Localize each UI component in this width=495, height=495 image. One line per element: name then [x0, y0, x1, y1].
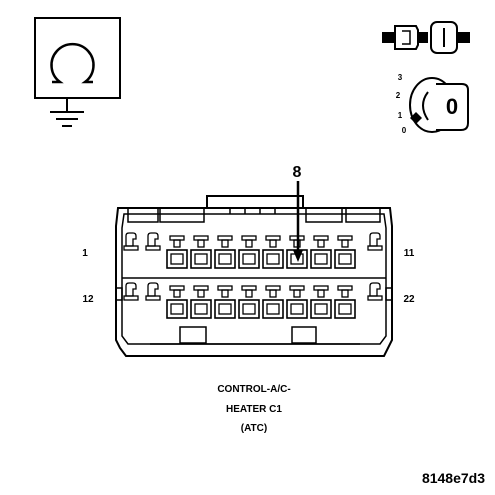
- cavity-row1-7-inner: [314, 253, 328, 265]
- cavity-row1-8-inner: [338, 253, 352, 265]
- cavity-row1-1-latch-stem: [173, 239, 181, 248]
- cavity-2-hook: [147, 232, 159, 247]
- cavity-11-hook: [369, 232, 381, 247]
- cavity-row2-1-latch-stem: [173, 289, 181, 298]
- connector-caption: CONTROL-A/C- HEATER C1 (ATC): [217, 384, 290, 434]
- cavity-row1-4: [238, 249, 260, 269]
- cavity-row2-8-latch-stem: [341, 289, 349, 298]
- cavity-13-hook-base: [145, 295, 161, 301]
- cavity-row2-7-latch-stem: [317, 289, 325, 298]
- cavity-row1-8: [334, 249, 356, 269]
- cavity-row2-5: [262, 299, 284, 319]
- ignition-position-1: 1: [398, 111, 403, 120]
- pin-label-11: 11: [404, 248, 415, 259]
- ignition-key-off-icon: 3 2 1 0 0: [396, 73, 469, 135]
- connector-cavities: [123, 232, 383, 319]
- cavity-row1-5-inner: [266, 253, 280, 265]
- cavity-22-hook: [369, 282, 381, 297]
- cavity-row1-3: [214, 249, 236, 269]
- cavity-row2-4: [238, 299, 260, 319]
- cavity-row2-2-inner: [194, 303, 208, 315]
- cavity-row1-8-latch-stem: [341, 239, 349, 248]
- cavity-row1-7-latch-stem: [317, 239, 325, 248]
- cavity-row2-1-inner: [170, 303, 184, 315]
- cavity-22-hook-base: [367, 295, 383, 301]
- caption-line-2: HEATER C1: [226, 404, 282, 415]
- ignition-position-2: 2: [396, 91, 401, 100]
- callout-pin-number: 8: [293, 164, 302, 181]
- figure-id: 8148e7d3: [422, 470, 485, 486]
- cavity-row2-6-latch-stem: [293, 289, 301, 298]
- cavity-row1-2-latch-stem: [197, 239, 205, 248]
- cavity-row2-6: [286, 299, 308, 319]
- cavity-1-hook: [125, 232, 137, 247]
- cavity-row1-7: [310, 249, 332, 269]
- cavity-11-hook-base: [367, 245, 383, 251]
- cavity-row2-2-latch-stem: [197, 289, 205, 298]
- cavity-row1-6-latch-stem: [293, 239, 301, 248]
- cavity-row2-2: [190, 299, 212, 319]
- caption-line-1: CONTROL-A/C-: [217, 384, 290, 395]
- cavity-row1-4-latch-stem: [245, 239, 253, 248]
- cavity-1-hook-base: [123, 245, 139, 251]
- cavity-row2-8-inner: [338, 303, 352, 315]
- cavity-row1-6-inner: [290, 253, 304, 265]
- ignition-position-3: 3: [398, 73, 403, 82]
- ohmmeter-symbol: [34, 17, 121, 127]
- cavity-row1-2: [190, 249, 212, 269]
- cavity-row1-4-inner: [242, 253, 256, 265]
- cavity-row2-7: [310, 299, 332, 319]
- cavity-row1-3-inner: [218, 253, 232, 265]
- cavity-12-hook-base: [123, 295, 139, 301]
- pin-label-22: 22: [403, 294, 415, 305]
- cavity-2-hook-base: [145, 245, 161, 251]
- cavity-row1-2-inner: [194, 253, 208, 265]
- cavity-row2-5-inner: [266, 303, 280, 315]
- cavity-row1-6: [286, 249, 308, 269]
- cavity-row2-4-latch-stem: [245, 289, 253, 298]
- pin-label-12: 12: [82, 294, 94, 305]
- cavity-row1-5: [262, 249, 284, 269]
- connector-c1: [115, 195, 393, 357]
- cavity-row2-1: [166, 299, 188, 319]
- cavity-12-hook: [125, 282, 137, 297]
- ignition-position-0: 0: [402, 126, 407, 135]
- cavity-row1-1: [166, 249, 188, 269]
- cavity-row2-6-inner: [290, 303, 304, 315]
- cavity-row1-3-latch-stem: [221, 239, 229, 248]
- pin-label-1: 1: [82, 248, 88, 259]
- cavity-13-hook: [147, 282, 159, 297]
- cavity-row2-3-latch-stem: [221, 289, 229, 298]
- cavity-row2-3-inner: [218, 303, 232, 315]
- cavity-row1-1-inner: [170, 253, 184, 265]
- cavity-row2-8: [334, 299, 356, 319]
- ignition-key-label: 0: [446, 94, 458, 119]
- cavity-row2-7-inner: [314, 303, 328, 315]
- cavity-row2-5-latch-stem: [269, 289, 277, 298]
- cavity-row2-3: [214, 299, 236, 319]
- cavity-row2-4-inner: [242, 303, 256, 315]
- cavity-row1-5-latch-stem: [269, 239, 277, 248]
- caption-line-3: (ATC): [241, 423, 267, 434]
- connector-disconnect-icon: [382, 21, 470, 54]
- pin-callout: 8: [293, 164, 303, 262]
